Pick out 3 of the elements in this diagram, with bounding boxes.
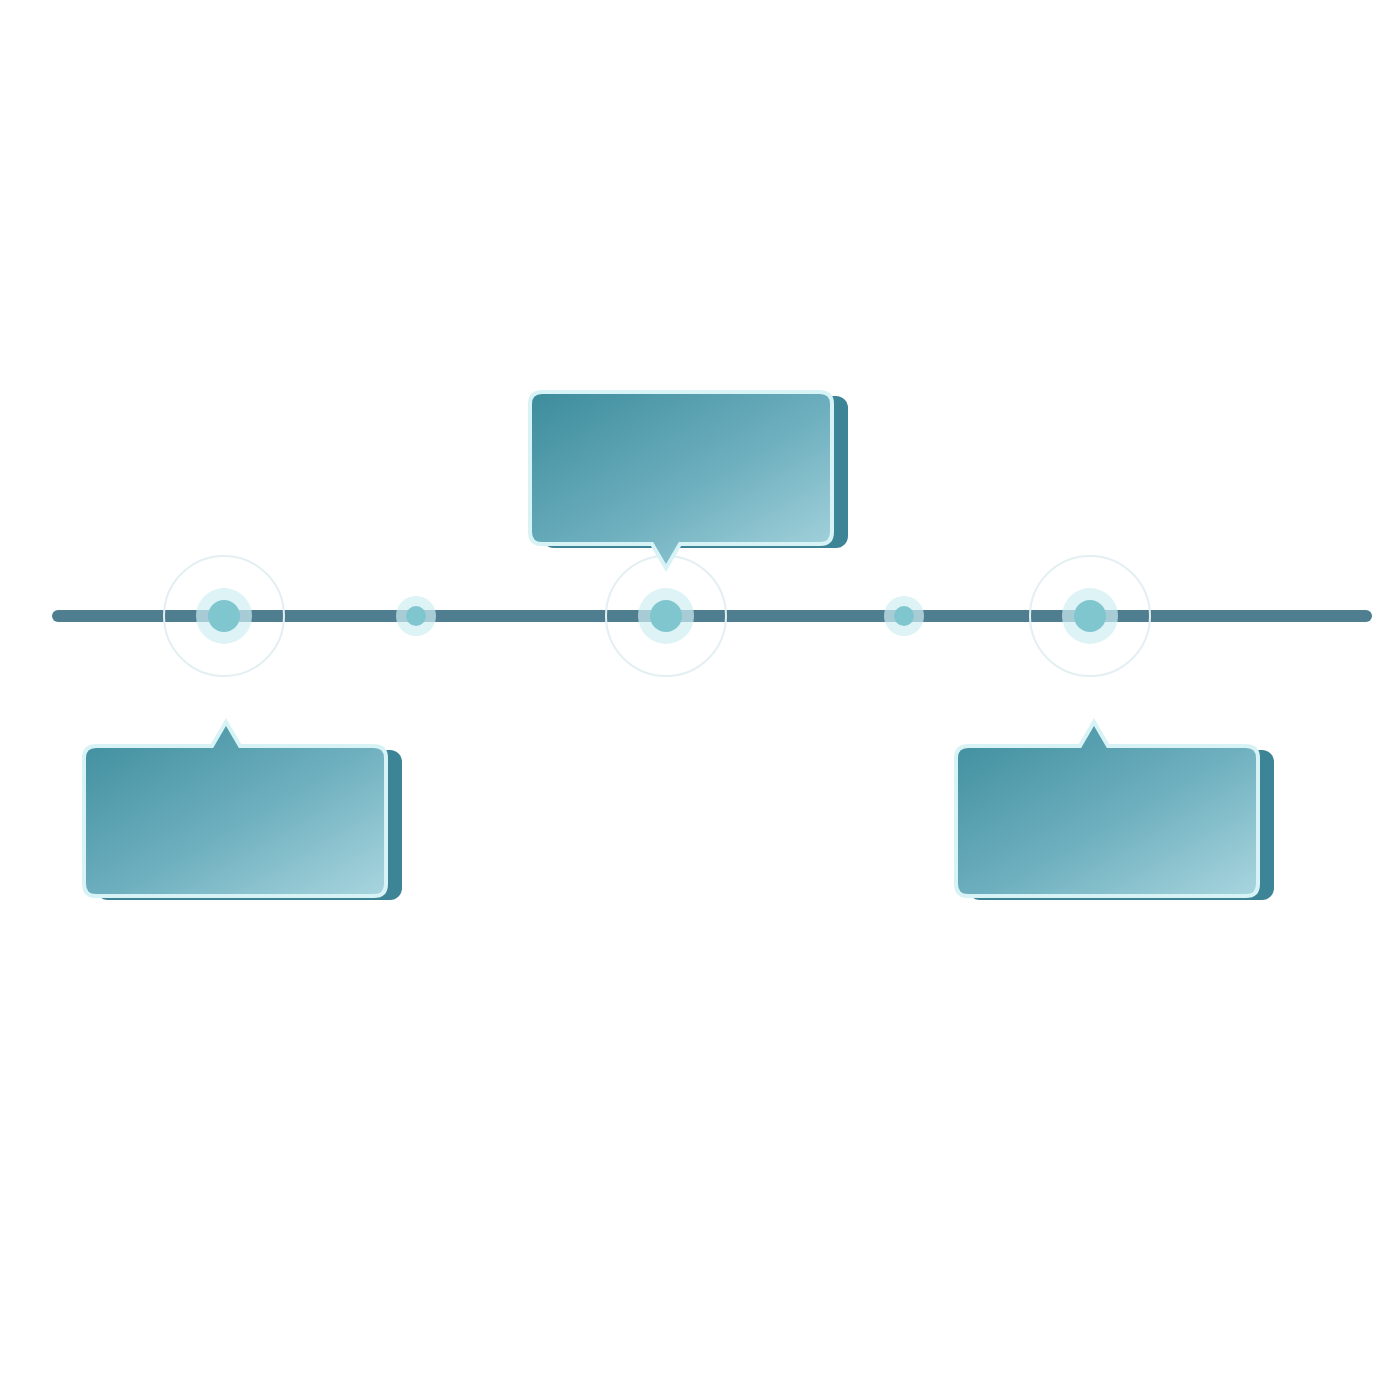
callout-box: [84, 720, 404, 900]
callout-box: [530, 390, 850, 574]
callout-box: [956, 720, 1276, 900]
